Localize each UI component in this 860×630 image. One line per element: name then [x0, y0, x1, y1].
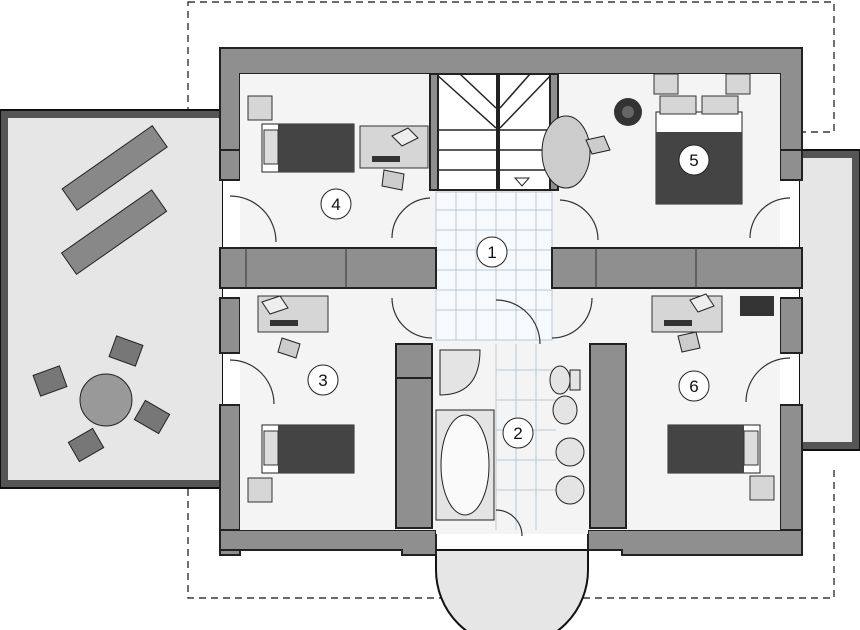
bath-wall-b: [395, 377, 433, 529]
bed-room-6: [667, 424, 761, 474]
wardrobe-left: [219, 247, 437, 289]
bed-room-4: [261, 123, 355, 173]
balcony-right: [799, 149, 860, 451]
room-marker-3: 3: [307, 364, 339, 396]
room-marker-4: 4: [320, 188, 352, 220]
plant-room-5: [614, 98, 642, 126]
terrace-left: [0, 109, 223, 489]
bidet: [552, 395, 578, 425]
wall-right-mid: [779, 297, 803, 354]
nightstand-room-3: [247, 477, 273, 503]
bathtub: [435, 409, 495, 521]
wall-right-upper: [779, 149, 803, 181]
svg-text:4: 4: [331, 195, 340, 214]
desk-room-4: [359, 125, 429, 191]
table-room-5: [541, 115, 611, 189]
sun-lounger-1: [61, 125, 168, 211]
bookshelf-room-6: [740, 296, 774, 316]
nightstand-room-4: [247, 95, 273, 121]
washbasins: [555, 437, 585, 505]
room-marker-5: 5: [678, 144, 710, 176]
desk-room-3: [257, 295, 329, 359]
wall-left-upper: [219, 149, 241, 181]
wall-bottom-left: [219, 529, 437, 556]
staircase: [435, 73, 553, 191]
svg-text:1: 1: [487, 243, 496, 262]
bath-wall-a: [395, 343, 433, 379]
toilet: [549, 365, 581, 395]
room-marker-2: 2: [502, 417, 534, 449]
svg-text:3: 3: [318, 371, 327, 390]
stair-wall-left: [429, 73, 439, 191]
patio-table-set: [32, 335, 171, 463]
nightstand-room-6: [749, 475, 775, 501]
room-marker-6: 6: [678, 370, 710, 402]
wardrobe-right: [551, 247, 803, 289]
room-marker-1: 1: [476, 236, 508, 268]
bath-wall-c: [589, 343, 627, 529]
door-swings: [229, 195, 791, 537]
bed-room-3: [261, 424, 355, 474]
svg-text:5: 5: [689, 151, 698, 170]
svg-text:2: 2: [513, 424, 522, 443]
sun-lounger-2: [60, 189, 168, 276]
corner-shower: [439, 349, 481, 396]
svg-text:6: 6: [689, 377, 698, 396]
nightstand-room-5-left: [653, 73, 679, 95]
wall-bottom-right: [587, 529, 803, 556]
wall-left-mid: [219, 297, 241, 354]
desk-room-6: [651, 293, 723, 353]
nightstand-room-5-right: [725, 73, 751, 95]
bay-window: [435, 549, 589, 630]
